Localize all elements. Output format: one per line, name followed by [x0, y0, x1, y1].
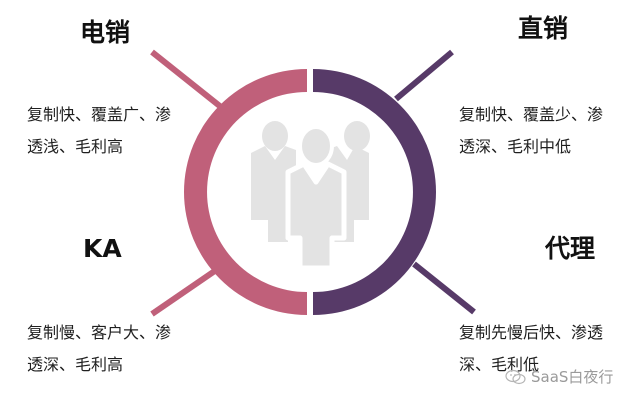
desc-line: 复制快、覆盖少、渗: [459, 105, 604, 124]
desc-line: 透深、毛利中低: [459, 137, 572, 156]
desc-line: 深、毛利低: [459, 355, 540, 374]
quadrant-title-bottom-left: KA: [83, 234, 122, 263]
desc-line: 透浅、毛利高: [27, 137, 124, 156]
quadrant-desc-bottom-right: 复制先慢后快、渗透 深、毛利低: [459, 317, 603, 381]
connector-line-bottom-right: [412, 261, 476, 315]
watermark-text: SaaS白夜行: [531, 368, 614, 386]
quadrant-title-top-left: 电销: [80, 18, 131, 47]
quadrant-title-top-right: 直销: [518, 14, 569, 43]
ring-right-half: [313, 69, 436, 315]
desc-line: 复制先慢后快、渗透: [459, 323, 604, 342]
desc-line: 透深、毛利高: [27, 355, 124, 374]
quadrant-title-bottom-right: 代理: [545, 234, 596, 263]
people-group-icon: [251, 121, 370, 271]
desc-line: 复制慢、客户大、渗: [27, 323, 172, 342]
watermark: SaaS白夜行: [505, 366, 613, 387]
connector-line-top-right: [394, 49, 454, 102]
desc-line: 复制快、覆盖广、渗: [27, 105, 172, 124]
ring-left-half: [184, 69, 307, 315]
wechat-icon: [505, 369, 526, 384]
connector-line-bottom-left: [150, 263, 224, 317]
quadrant-desc-bottom-left: 复制慢、客户大、渗 透深、毛利高: [27, 317, 171, 381]
quadrant-desc-top-left: 复制快、覆盖广、渗 透浅、毛利高: [27, 99, 171, 163]
quadrant-desc-top-right: 复制快、覆盖少、渗 透深、毛利中低: [459, 99, 603, 163]
connector-line-top-left: [150, 49, 228, 114]
